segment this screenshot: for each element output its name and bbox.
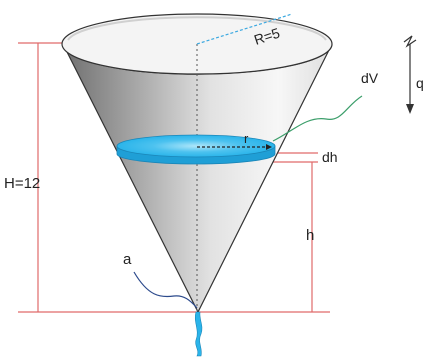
- slice-thickness-label: dh: [322, 149, 338, 165]
- radius-label: R=5: [252, 25, 282, 48]
- slice-radius-label: r: [244, 131, 249, 146]
- dv-pointer: [272, 95, 363, 142]
- flow-arrow-break: [403, 35, 417, 48]
- water-slice-top: [116, 134, 276, 158]
- flow-arrow-head: [406, 104, 414, 114]
- top-radius-line: [196, 13, 293, 45]
- outlet-pointer: [133, 271, 198, 309]
- water-slice: [116, 134, 276, 165]
- outlet-stream: [194, 311, 203, 357]
- cone-inner-shadow: [67, 16, 327, 41]
- flow-label: q: [416, 75, 424, 91]
- slice-volume-label: dV: [361, 70, 379, 86]
- slice-radius-arrowhead: [266, 144, 272, 150]
- slice-height-label: h: [306, 227, 314, 244]
- outlet-label: a: [123, 251, 132, 268]
- flow-arrow: [403, 35, 417, 114]
- height-label: H=12: [4, 175, 40, 192]
